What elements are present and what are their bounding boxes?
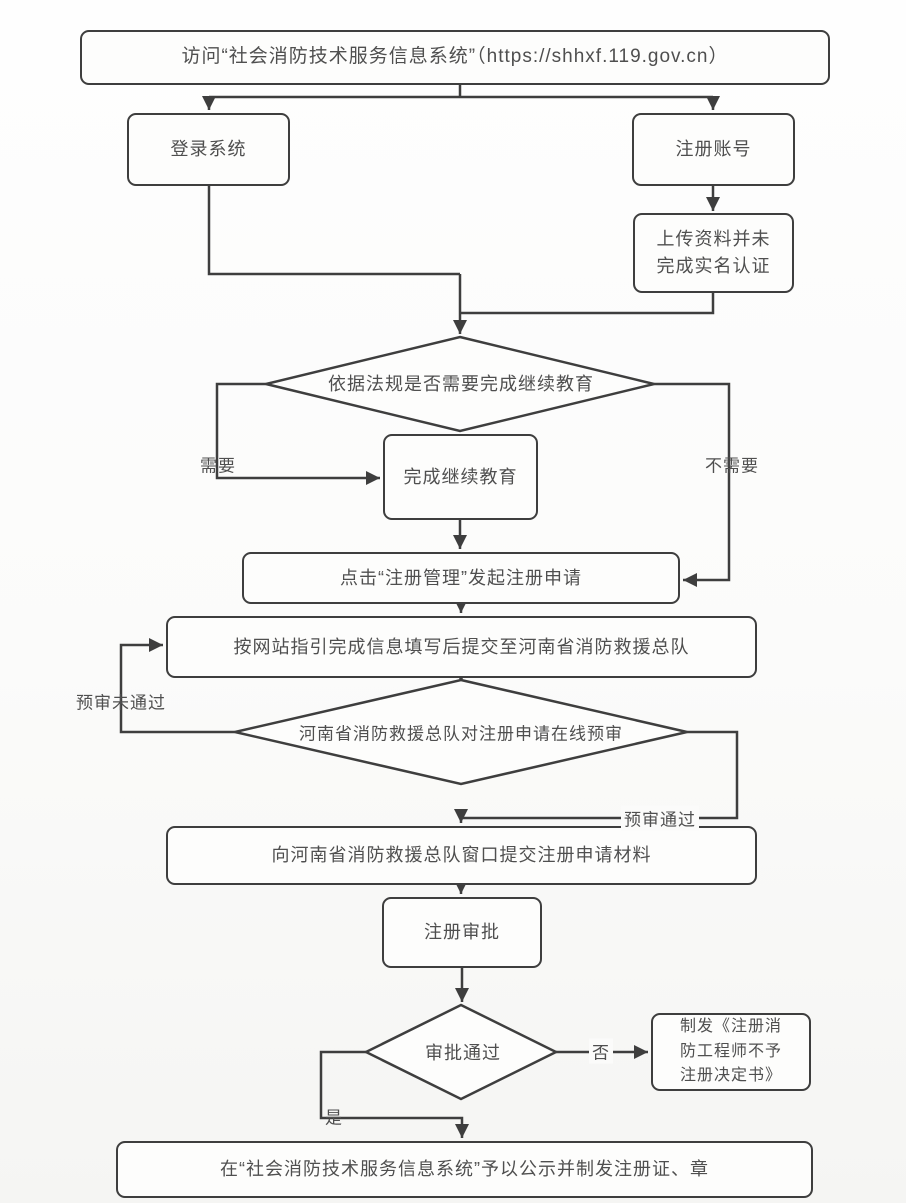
decision-approval-label: 审批通过: [425, 1043, 501, 1063]
connector-line: [654, 382, 731, 587]
decision-online-preview-label: 河南省消防救援总队对注册申请在线预审: [299, 724, 623, 744]
decision-approval-shape: [363, 1003, 559, 1101]
node-login: 登录系统: [127, 113, 290, 186]
edge-label-preview-failed: 预审未通过: [76, 693, 166, 713]
edge-label-need: 需要: [200, 456, 236, 476]
node-upload-materials: 上传资料并未完成实名认证: [633, 213, 794, 293]
connector-line: [215, 382, 380, 485]
node-registration-approval: 注册审批: [382, 897, 542, 968]
connector-line: [460, 293, 715, 315]
connector-line: [319, 1050, 469, 1138]
connector-line: [207, 186, 460, 276]
edge-label-no: 否: [589, 1038, 613, 1064]
decision-continuing-education-label: 依据法规是否需要完成继续教育: [328, 374, 594, 394]
decision-continuing-education-shape: [265, 335, 655, 433]
node-visit-system: 访问“社会消防技术服务信息系统”（https://shhxf.119.gov.c…: [80, 30, 830, 85]
edge-label-yes: 是: [325, 1108, 343, 1128]
node-fill-info: 按网站指引完成信息填写后提交至河南省消防救援总队: [166, 616, 757, 678]
edge-label-preview-passed: 预审通过: [621, 805, 699, 831]
node-register-account: 注册账号: [632, 113, 795, 186]
node-submit-window: 向河南省消防救援总队窗口提交注册申请材料: [166, 826, 757, 885]
node-deny-decision: 制发《注册消防工程师不予注册决定书》: [651, 1013, 811, 1091]
edge-label-no-need: 不需要: [705, 456, 759, 476]
decision-online-preview-shape: [234, 678, 688, 786]
node-complete-education: 完成继续教育: [383, 434, 538, 520]
node-publish-certificate: 在“社会消防技术服务信息系统”予以公示并制发注册证、章: [116, 1141, 813, 1198]
connector-line: [454, 730, 739, 823]
node-start-registration: 点击“注册管理”发起注册申请: [242, 552, 680, 604]
connector-line: [119, 638, 235, 734]
